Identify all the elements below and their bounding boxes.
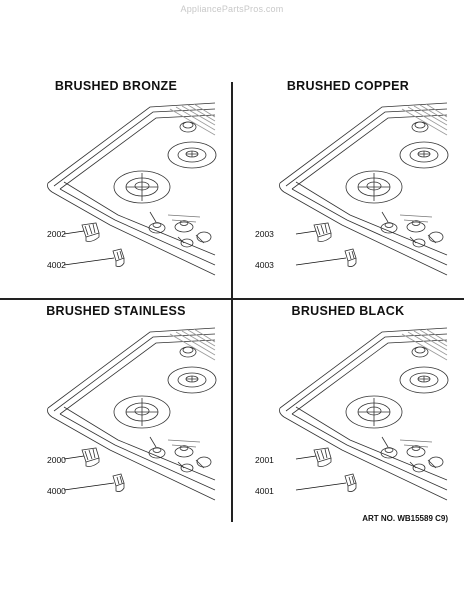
- cooktop-diagram: 2001 4001: [255, 327, 449, 501]
- cooktop-drawing: [279, 327, 449, 501]
- cooktop-diagram: 2000 4000: [47, 327, 217, 501]
- part-label-lower: 4001: [255, 486, 274, 496]
- cooktop-drawing: [47, 102, 217, 276]
- cooktop-diagram: 2002 4002: [47, 102, 217, 276]
- part-label-upper: 2000: [47, 455, 66, 465]
- cooktop-diagram: 2003 4003: [255, 102, 449, 276]
- horizontal-divider: [0, 298, 464, 300]
- vertical-divider: [231, 82, 233, 522]
- panel-title: BRUSHED BRONZE: [54, 79, 178, 93]
- part-label-upper: 2001: [255, 455, 274, 465]
- watermark-text: AppliancePartsPros.com: [180, 4, 284, 14]
- part-label-upper: 2002: [47, 229, 66, 239]
- part-label-lower: 4000: [47, 486, 66, 496]
- cooktop-drawing: [47, 327, 217, 501]
- part-label-lower: 4003: [255, 260, 274, 270]
- panel-brushed-copper: BRUSHED COPPER 2003 4003: [232, 75, 464, 295]
- art-number: ART NO. WB15589 C9): [362, 514, 448, 523]
- panel-brushed-bronze: BRUSHED BRONZE 2002 4002: [0, 75, 232, 295]
- panel-title: BRUSHED COPPER: [286, 79, 410, 93]
- part-label-lower: 4002: [47, 260, 66, 270]
- panel-title: BRUSHED STAINLESS: [46, 304, 186, 318]
- part-label-upper: 2003: [255, 229, 274, 239]
- panel-brushed-stainless: BRUSHED STAINLESS 2000 4000: [0, 300, 232, 520]
- cooktop-drawing: [279, 102, 449, 276]
- panel-title: BRUSHED BLACK: [291, 304, 405, 318]
- panel-brushed-black: BRUSHED BLACK 2001 4001: [232, 300, 464, 520]
